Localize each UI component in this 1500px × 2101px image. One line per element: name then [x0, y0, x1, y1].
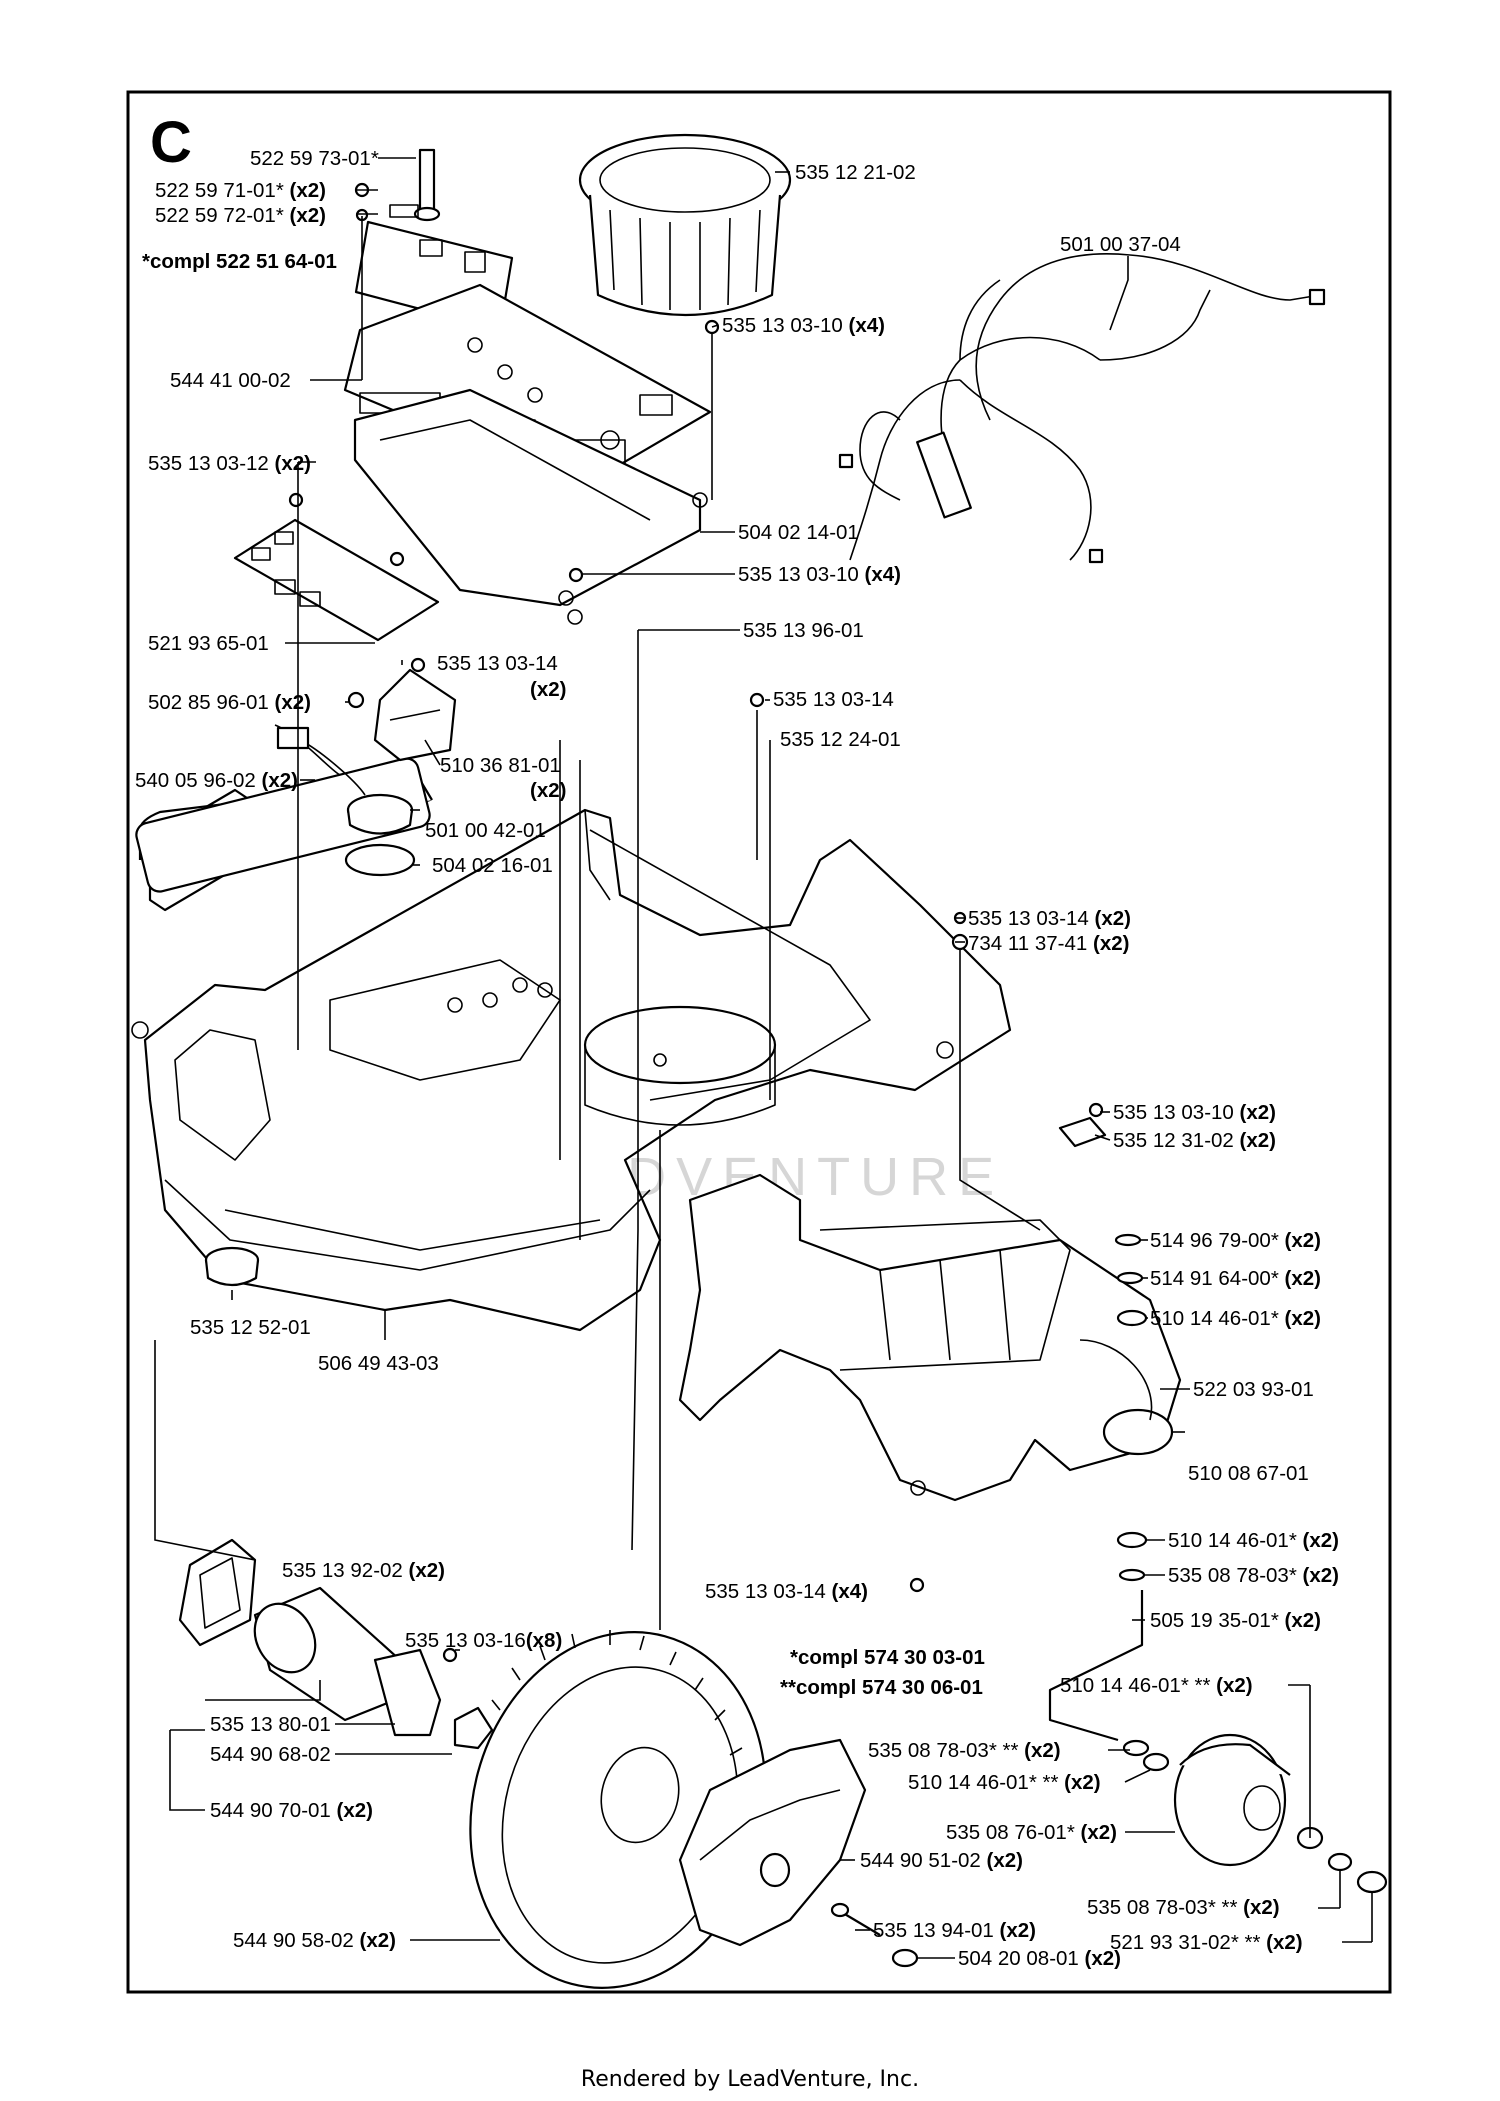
part-label: **compl 574 30 06-01 [780, 1676, 983, 1699]
part-label: 522 03 93-01 [1193, 1378, 1314, 1401]
part-label: 535 12 21-02 [795, 161, 916, 184]
part-label: 535 13 80-01 [210, 1713, 331, 1736]
part-labels: 522 59 73-01* 522 59 71-01* (x2) 522 59 … [135, 147, 1339, 1970]
part-label: 535 13 94-01 (x2) [873, 1919, 1036, 1942]
foot-ring [204, 1246, 260, 1287]
electronics-housing [353, 388, 708, 625]
part-label: *compl 574 30 03-01 [790, 1646, 985, 1669]
part-label: 544 90 51-02 (x2) [860, 1849, 1023, 1872]
part-label: 502 85 96-01 (x2) [148, 691, 311, 714]
part-label: 535 13 03-16(x8) [405, 1629, 562, 1652]
part-label: 535 08 78-03* ** (x2) [1087, 1896, 1280, 1919]
chassis-body [131, 808, 1012, 1332]
motor-carrier [678, 1173, 1182, 1502]
part-label: 505 19 35-01* (x2) [1150, 1609, 1321, 1632]
part-label: 535 13 03-10 (x4) [738, 563, 901, 586]
part-label: 506 49 43-03 [318, 1352, 439, 1375]
part-label: 522 59 73-01* [250, 147, 379, 170]
part-label: 535 13 03-10 (x4) [722, 314, 885, 337]
part-label: 510 14 46-01* ** (x2) [908, 1771, 1101, 1794]
part-label: 510 14 46-01* (x2) [1168, 1529, 1339, 1552]
gasket-plate [178, 1538, 257, 1647]
part-label: 535 12 31-02 (x2) [1113, 1129, 1276, 1152]
part-label: 514 91 64-00* (x2) [1150, 1267, 1321, 1290]
part-label: 514 96 79-00* (x2) [1150, 1229, 1321, 1252]
front-wheel [1173, 1733, 1388, 1894]
wire-harness [838, 253, 1326, 564]
footer-credit: Rendered by LeadVenture, Inc. [581, 2067, 919, 2092]
wheel-screw [830, 1902, 919, 1968]
wheel-cover [678, 1738, 867, 1947]
part-label: 510 08 67-01 [1188, 1462, 1309, 1485]
part-label: 504 20 08-01 (x2) [958, 1947, 1121, 1970]
part-label: 535 12 52-01 [190, 1316, 311, 1339]
part-label: 504 02 16-01 [432, 854, 553, 877]
part-label: *compl 522 51 64-01 [142, 250, 337, 273]
front-wheel-axle [1048, 1590, 1170, 1772]
part-label: (x2) [530, 779, 566, 802]
antenna [413, 148, 441, 222]
part-label: 535 08 78-03* (x2) [1168, 1564, 1339, 1587]
part-label: 521 93 65-01 [148, 632, 269, 655]
part-label: 544 41 00-02 [170, 369, 291, 392]
part-label: 501 00 37-04 [1060, 233, 1181, 256]
part-label: 535 13 96-01 [743, 619, 864, 642]
bracket-part [373, 668, 457, 762]
part-label: 535 13 03-10 (x2) [1113, 1101, 1276, 1124]
part-label: 501 00 42-01 [425, 819, 546, 842]
rear-bracket-plate [1058, 1116, 1107, 1148]
part-label: 535 13 03-14 [437, 652, 558, 675]
motor-hub [453, 1706, 494, 1750]
part-label: (x2) [530, 678, 566, 701]
part-label: 535 13 03-14 (x2) [968, 907, 1131, 930]
part-label: 544 90 58-02 (x2) [233, 1929, 396, 1952]
part-label: 522 59 72-01* (x2) [155, 204, 326, 227]
drive-motor [253, 1586, 442, 1737]
speaker [276, 726, 416, 877]
part-label: 521 93 31-02* ** (x2) [1110, 1931, 1303, 1954]
part-label: 522 59 71-01* (x2) [155, 179, 326, 202]
part-label: 535 13 03-12 (x2) [148, 452, 311, 475]
part-label: 535 08 76-01* (x2) [946, 1821, 1117, 1844]
part-label: 535 12 24-01 [780, 728, 901, 751]
part-label: 535 13 03-14 [773, 688, 894, 711]
part-label: 734 11 37-41 (x2) [968, 932, 1129, 955]
part-label: 535 13 92-02 (x2) [282, 1559, 445, 1582]
part-label: 504 02 14-01 [738, 521, 859, 544]
part-label: 510 14 46-01* (x2) [1150, 1307, 1321, 1330]
part-label: 544 90 70-01 (x2) [210, 1799, 373, 1822]
leader-lines [154, 157, 1373, 1959]
part-label: 510 36 81-01 [440, 754, 561, 777]
part-label: 535 08 78-03* ** (x2) [868, 1739, 1061, 1762]
part-label: 540 05 96-02 (x2) [135, 769, 298, 792]
diagram-frame [126, 90, 1392, 1994]
cylinder-ring [578, 133, 792, 317]
section-letter: C [150, 110, 192, 175]
part-label: 535 13 03-14 (x4) [705, 1580, 868, 1603]
part-label: 510 14 46-01* ** (x2) [1060, 1674, 1253, 1697]
small-pcb [233, 518, 440, 642]
part-label: 544 90 68-02 [210, 1743, 331, 1766]
